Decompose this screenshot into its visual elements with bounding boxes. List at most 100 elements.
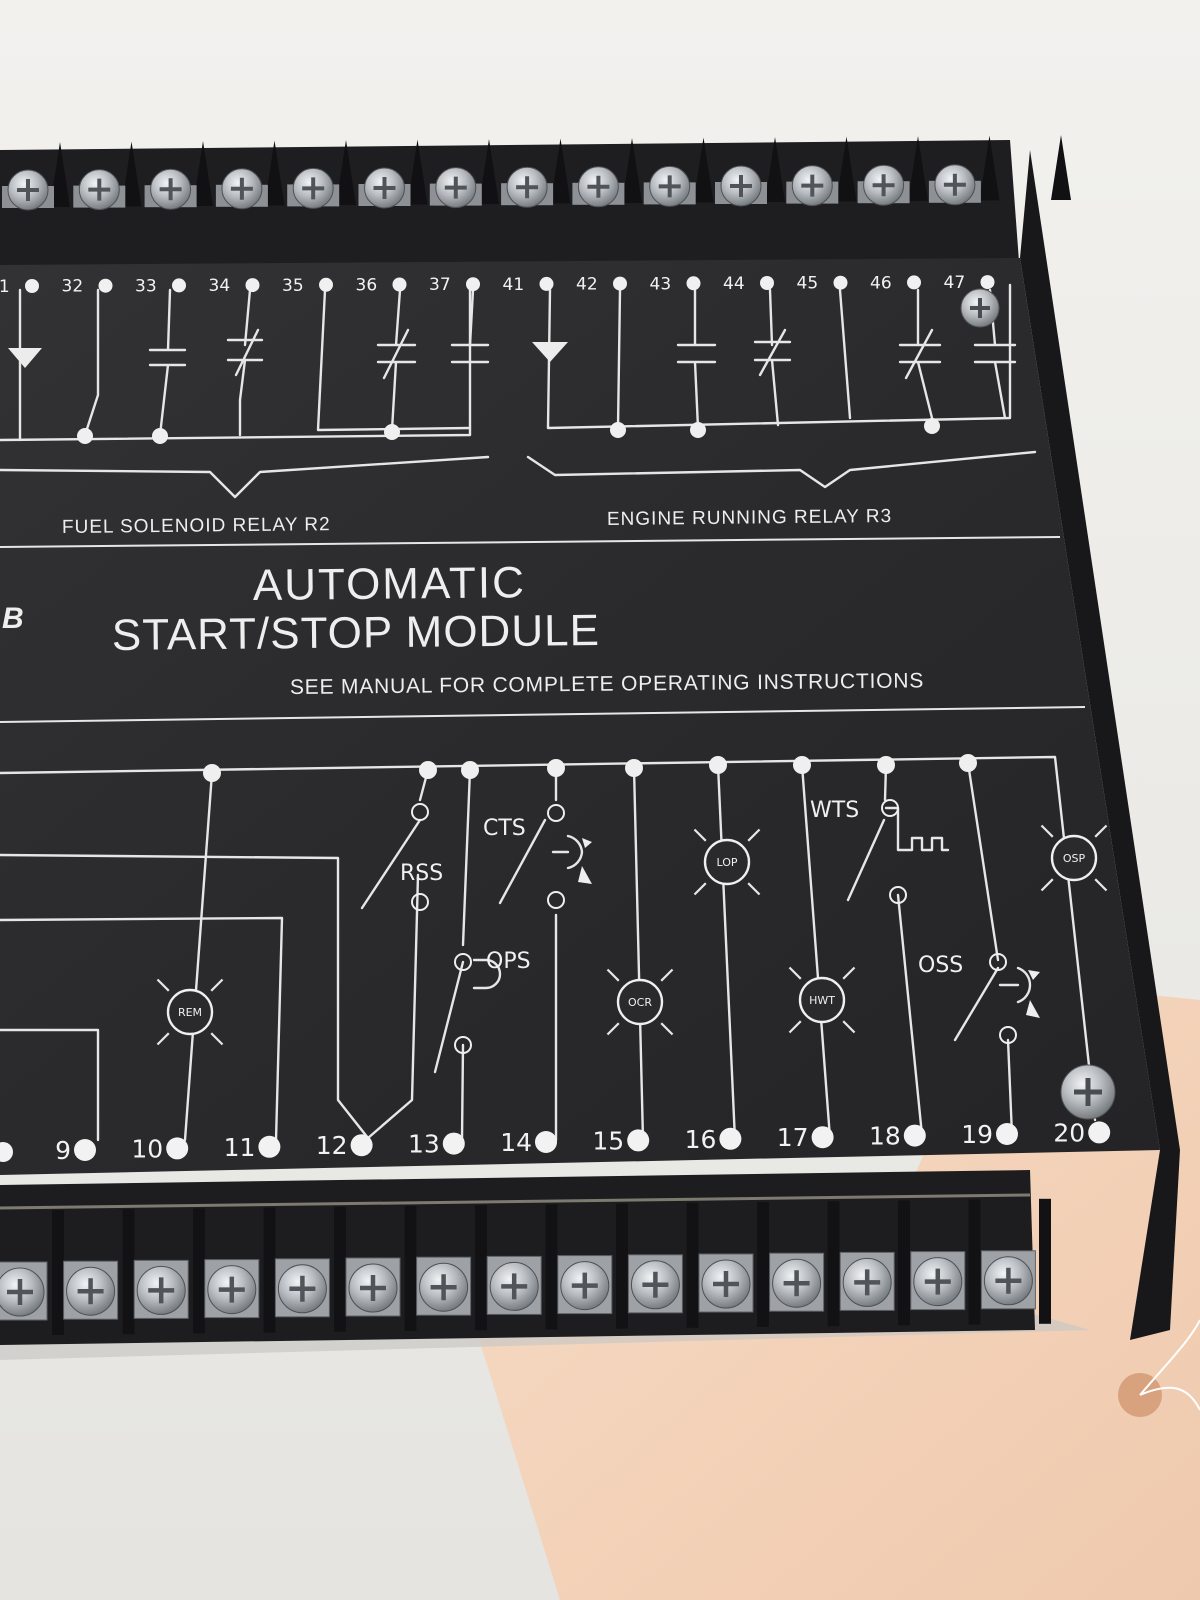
terminal-ridge: [968, 1199, 981, 1325]
terminal-screw-top: [429, 167, 482, 209]
terminal-screw-top: [215, 168, 268, 210]
bottom-pin-label-9: 9: [55, 1136, 71, 1165]
relay-circuits: [0, 283, 1037, 499]
terminal-screw-bottom: [274, 1258, 330, 1318]
terminal-ridge: [479, 139, 499, 204]
indicator-lamp-rem: REM: [156, 978, 224, 1046]
terminal-ridge: [50, 142, 70, 207]
terminal-screw-bottom: [557, 1255, 613, 1315]
title-line-1: AUTOMATIC: [253, 558, 527, 610]
bottom-pin-dot: [442, 1132, 465, 1155]
terminal-ridge: [264, 140, 285, 206]
terminal-screw-bottom: [486, 1255, 542, 1315]
top-pin-dot: [466, 277, 480, 292]
top-pin-dot: [392, 277, 407, 292]
terminal-ridge: [193, 1208, 205, 1334]
terminal-screw-bottom: [839, 1251, 895, 1311]
terminal-ridge: [827, 1201, 840, 1327]
terminal-screw-bottom: [698, 1253, 754, 1313]
top-pin-label-34: 34: [209, 276, 231, 296]
top-pin-dot: [907, 275, 921, 290]
terminal-ridge: [545, 1204, 558, 1330]
bottom-terminal-block: [0, 1170, 1051, 1345]
bottom-pin-label-11: 11: [224, 1133, 256, 1162]
bottom-pin-label-12: 12: [316, 1131, 348, 1160]
panel-screw-top-right: [960, 288, 1000, 328]
bottom-pin-dot: [166, 1137, 189, 1160]
terminal-ridge: [121, 141, 142, 207]
bottom-pin-label-20: 20: [1053, 1118, 1085, 1147]
terminal-screw-top: [572, 166, 625, 208]
terminal-screw-top: [786, 165, 839, 207]
top-pin-label-45: 45: [797, 274, 819, 294]
indicator-label-hwt: HWT: [809, 994, 835, 1007]
top-pin-dot: [98, 278, 113, 293]
terminal-screw-top: [857, 164, 910, 206]
terminal-screw-top: [144, 168, 197, 210]
top-pin-label-35: 35: [282, 276, 304, 296]
top-pin-label-47: 47: [944, 273, 966, 293]
bottom-pin-label-14: 14: [500, 1128, 532, 1157]
module-side-edge: [1020, 150, 1180, 1340]
terminal-ridge: [765, 137, 785, 202]
bottom-pin-dot: [535, 1131, 557, 1153]
sensor-label-cts: CTS: [483, 816, 526, 841]
terminal-ridge: [1051, 135, 1071, 200]
sensor-label-oss: OSS: [918, 953, 963, 978]
bottom-pin-label-17: 17: [777, 1123, 809, 1152]
terminal-ridge: [407, 139, 428, 205]
relay-r2-label: FUEL SOLENOID RELAY R2: [62, 514, 331, 538]
bottom-pin-label-18: 18: [869, 1122, 901, 1151]
divider-line-bottom: [0, 706, 1086, 723]
bottom-pin-label-13: 13: [408, 1130, 440, 1159]
bottom-pin-dot: [811, 1126, 834, 1149]
terminal-ridge: [334, 1206, 346, 1332]
terminal-ridge: [1039, 1198, 1051, 1324]
bottom-pin-dot: [0, 1142, 13, 1162]
indicator-lamp-lop: LOP: [693, 828, 761, 896]
terminal-screw-top: [73, 169, 126, 211]
brand-fragment: B: [2, 602, 24, 635]
bottom-pin-dot: [350, 1134, 373, 1157]
terminal-screw-top: [715, 165, 767, 207]
terminal-ridge: [616, 1203, 628, 1329]
module-panel: [0, 258, 1160, 1175]
indicator-lamp-osp: OSP: [1040, 824, 1108, 892]
top-pin-label-33: 33: [135, 276, 157, 296]
indicator-lamp-ocr: OCR: [606, 968, 674, 1036]
top-pin-label-46: 46: [870, 273, 892, 293]
terminal-ridge: [898, 1200, 910, 1326]
terminal-screw-bottom: [345, 1257, 401, 1317]
terminal-ridge: [622, 138, 642, 203]
sensor-label-rss: RSS: [400, 861, 443, 886]
top-pin-dot: [539, 276, 554, 291]
sensor-label-wts: WTS: [810, 798, 859, 823]
divider-line-top: [0, 536, 1061, 548]
terminal-ridge: [686, 1202, 699, 1328]
top-pin-label-43: 43: [650, 274, 672, 294]
terminal-ridge: [193, 141, 213, 206]
bottom-pin-label-15: 15: [592, 1126, 624, 1155]
terminal-screw-bottom: [627, 1254, 683, 1314]
top-pin-label-31: 31: [0, 277, 10, 297]
terminal-screw-bottom: [63, 1260, 119, 1320]
terminal-ridge: [836, 136, 857, 202]
top-pin-dot: [172, 278, 186, 293]
sensor-circuits: [0, 754, 1097, 1142]
bottom-pin-label-16: 16: [685, 1125, 717, 1154]
terminal-screw-bottom: [769, 1252, 825, 1312]
bottom-pin-dot: [996, 1123, 1018, 1145]
terminal-ridge: [979, 135, 1000, 201]
terminal-ridge: [263, 1207, 276, 1333]
indicator-lamp-hwt: HWT: [788, 966, 856, 1034]
terminal-screw-top: [643, 165, 696, 207]
terminal-ridge: [475, 1205, 487, 1331]
terminal-screw-top: [2, 169, 54, 211]
bottom-pin-dot: [719, 1127, 742, 1150]
top-pin-dot: [980, 275, 995, 290]
top-pin-label-42: 42: [576, 275, 598, 295]
top-pin-dot: [245, 278, 260, 293]
top-pin-dot: [319, 277, 333, 292]
